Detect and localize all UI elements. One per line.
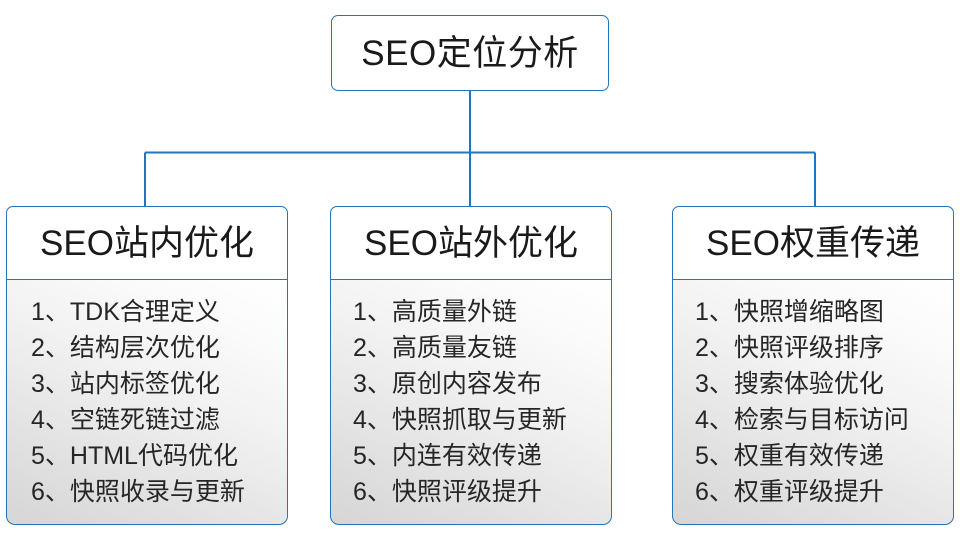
list-item: 6、快照评级提升	[353, 478, 542, 506]
branch-header-title-1: SEO站内优化	[40, 223, 254, 263]
branch-header-title-3: SEO权重传递	[706, 223, 920, 263]
branch-body-2: 1、高质量外链 2、高质量友链 3、原创内容发布 4、快照抓取与更新 5、内连有…	[330, 280, 612, 525]
root-node: SEO定位分析	[331, 15, 609, 91]
branch-item-list-2: 1、高质量外链 2、高质量友链 3、原创内容发布 4、快照抓取与更新 5、内连有…	[331, 294, 611, 510]
branch-column-1: SEO站内优化 1、TDK合理定义 2、结构层次优化 3、站内标签优化 4、空链…	[6, 206, 288, 525]
root-node-title: SEO定位分析	[361, 33, 579, 73]
list-item: 1、TDK合理定义	[31, 298, 220, 326]
branch-column-2: SEO站外优化 1、高质量外链 2、高质量友链 3、原创内容发布 4、快照抓取与…	[330, 206, 612, 525]
branch-item-list-3: 1、快照增缩略图 2、快照评级排序 3、搜索体验优化 4、检索与目标访问 5、权…	[673, 294, 953, 510]
list-item: 6、快照收录与更新	[31, 478, 245, 506]
branch-body-3: 1、快照增缩略图 2、快照评级排序 3、搜索体验优化 4、检索与目标访问 5、权…	[672, 280, 954, 525]
list-item: 2、快照评级排序	[695, 334, 884, 362]
branch-item-list-1: 1、TDK合理定义 2、结构层次优化 3、站内标签优化 4、空链死链过滤 5、H…	[7, 294, 287, 510]
list-item: 2、高质量友链	[353, 334, 517, 362]
branch-header-title-2: SEO站外优化	[364, 223, 578, 263]
branch-header-1: SEO站内优化	[6, 206, 288, 280]
list-item: 2、结构层次优化	[31, 334, 220, 362]
list-item: 5、内连有效传递	[353, 442, 542, 470]
list-item: 3、站内标签优化	[31, 370, 220, 398]
list-item: 5、权重有效传递	[695, 442, 884, 470]
branch-header-3: SEO权重传递	[672, 206, 954, 280]
list-item: 4、检索与目标访问	[695, 406, 909, 434]
list-item: 1、快照增缩略图	[695, 298, 884, 326]
branch-header-2: SEO站外优化	[330, 206, 612, 280]
list-item: 4、快照抓取与更新	[353, 406, 567, 434]
list-item: 3、原创内容发布	[353, 370, 542, 398]
branch-body-1: 1、TDK合理定义 2、结构层次优化 3、站内标签优化 4、空链死链过滤 5、H…	[6, 280, 288, 525]
list-item: 3、搜索体验优化	[695, 370, 884, 398]
list-item: 1、高质量外链	[353, 298, 517, 326]
list-item: 5、HTML代码优化	[31, 442, 238, 470]
list-item: 6、权重评级提升	[695, 478, 884, 506]
branch-column-3: SEO权重传递 1、快照增缩略图 2、快照评级排序 3、搜索体验优化 4、检索与…	[672, 206, 954, 525]
list-item: 4、空链死链过滤	[31, 406, 220, 434]
